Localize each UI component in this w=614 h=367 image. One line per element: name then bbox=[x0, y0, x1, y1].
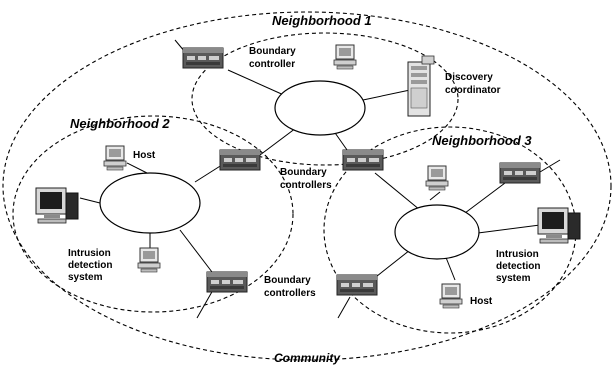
boundary-controllers-label-lower: Boundary controllers bbox=[264, 275, 316, 299]
host-label-neighborhood-2: Host bbox=[133, 150, 156, 161]
community-label: Community bbox=[274, 351, 341, 365]
host-computer-icon bbox=[439, 283, 463, 309]
host-computer-icon bbox=[137, 247, 161, 273]
workstation-icon bbox=[537, 207, 581, 244]
neighborhood-3-ring bbox=[394, 204, 480, 260]
neighborhood-1-label: Neighborhood 1 bbox=[272, 13, 372, 28]
community-boundary bbox=[2, 11, 612, 361]
intrusion-detection-label-neighborhood-3: Intrusion detection system bbox=[496, 249, 543, 284]
host-computer-icon bbox=[425, 165, 449, 191]
router-icon bbox=[219, 149, 261, 171]
host-label-neighborhood-3: Host bbox=[470, 296, 493, 307]
router-icon bbox=[336, 274, 378, 296]
neighborhood-2-ring bbox=[99, 172, 201, 234]
workstation-icon bbox=[35, 187, 79, 224]
neighborhood-1-boundary bbox=[191, 32, 459, 166]
host-computer-icon bbox=[103, 145, 127, 171]
router-icon bbox=[182, 47, 224, 69]
boundary-controller-label: Boundary controller bbox=[249, 46, 298, 70]
router-icon bbox=[342, 149, 384, 171]
neighborhood-2-label: Neighborhood 2 bbox=[70, 116, 170, 131]
neighborhood-2-boundary bbox=[12, 115, 294, 313]
boundary-controllers-label-middle: Boundary controllers bbox=[280, 167, 332, 191]
router-icon bbox=[499, 162, 541, 184]
server-tower-icon bbox=[407, 55, 435, 117]
router-icon bbox=[206, 271, 248, 293]
intrusion-detection-label-neighborhood-2: Intrusion detection system bbox=[68, 248, 115, 283]
host-computer-icon bbox=[333, 44, 357, 70]
neighborhood-3-label: Neighborhood 3 bbox=[432, 133, 532, 148]
neighborhood-1-ring bbox=[274, 80, 366, 136]
discovery-coordinator-label: Discovery coordinator bbox=[445, 72, 501, 96]
